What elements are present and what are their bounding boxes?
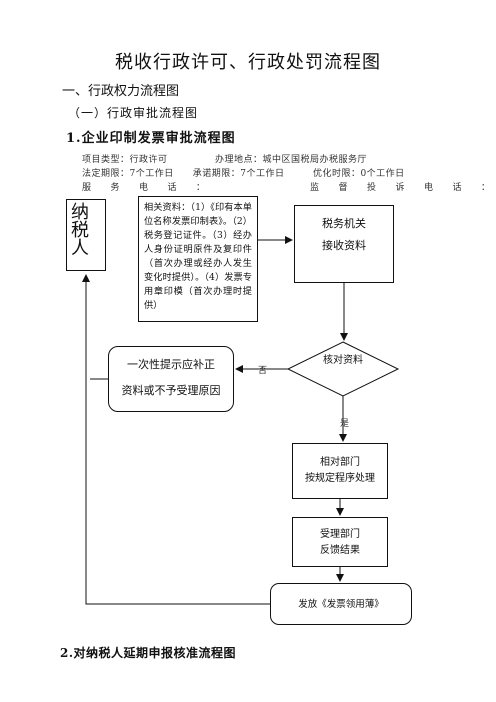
taxpayer-box: 纳税人: [66, 199, 106, 271]
handle-line-2: 按规定程序处理: [305, 473, 375, 484]
arrow-issue-to-taxpayer: [82, 274, 270, 605]
feedback-box: 受理部门 反馈结果: [292, 517, 388, 567]
check-label: 核对资料: [323, 355, 363, 366]
service-phone-label: 服 务 电 话 ：: [82, 183, 206, 193]
section-heading: 一、行政权力流程图: [62, 84, 180, 99]
handle-line-1: 相对部门: [320, 457, 360, 468]
handle-box: 相对部门 按规定程序处理: [292, 443, 388, 499]
supervision-phone-label: 监 督 投 诉 电 话 ：: [310, 183, 491, 193]
info-line-1: 项目类型：行政许可 办理地点：城中区国税局办税服务厅: [82, 155, 368, 165]
receive-line-1: 税务机关: [322, 217, 366, 230]
taxpayer-label: 纳税人: [71, 202, 89, 259]
info-line-2: 法定期限：7个工作日 承诺期限：7个工作日 优化时限：0个工作日: [82, 169, 405, 179]
issue-box: 发放《发票领用薄》: [270, 583, 412, 625]
yes-label: 是: [340, 419, 350, 429]
next-flowchart-heading: 2.对纳税人延期申报核准流程图: [60, 646, 237, 660]
receive-box: 税务机关 接收资料: [294, 205, 394, 283]
feedback-line-2: 反馈结果: [320, 545, 360, 556]
materials-text: 相关资料：（1）《印有本单位名称发票印制表》。（2）税务登记证件。（3）经办人身…: [144, 202, 252, 311]
notify-line-2: 资料或不予受理原因: [121, 384, 221, 397]
notify-line-1: 一次性提示应补正: [127, 358, 215, 371]
receive-line-2: 接收资料: [322, 239, 366, 252]
subsection-heading: （一）行政审批流程图: [68, 106, 199, 120]
flowchart-heading: 1.企业印制发票审批流程图: [66, 131, 236, 146]
feedback-line-1: 受理部门: [320, 529, 360, 540]
materials-box: 相关资料：（1）《印有本单位名称发票印制表》。（2）税务登记证件。（3）经办人身…: [138, 196, 258, 322]
page-title: 税收行政许可、行政处罚流程图: [115, 52, 381, 73]
no-label: 否: [258, 366, 268, 376]
notify-box: 一次性提示应补正 资料或不予受理原因: [108, 346, 234, 412]
issue-label: 发放《发票领用薄》: [298, 599, 384, 610]
